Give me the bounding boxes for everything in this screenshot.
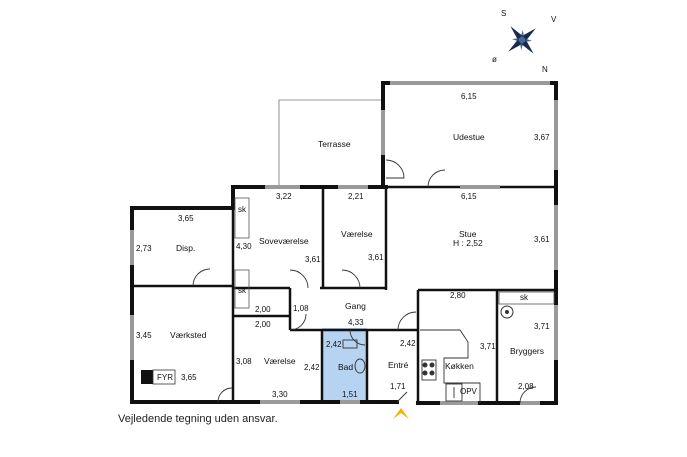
- room-stue-height: H : 2,52: [453, 238, 483, 248]
- room-sovevaerelse: Soveværelse: [259, 236, 309, 246]
- dim-soveraerelse-depth: 4,30: [236, 242, 252, 251]
- dim-soveraerelse-361: 3,61: [305, 255, 321, 264]
- bathroom-fill: [322, 328, 367, 403]
- dim-vaerelse-depth-bottom: 3,08: [236, 357, 252, 366]
- washbasin-icon: [342, 339, 358, 349]
- dim-koekken-width: 2,80: [450, 291, 466, 300]
- dim-vaerelse-width-bottom: 3,30: [272, 390, 288, 399]
- dim-udestue-depth: 3,67: [534, 133, 550, 142]
- dim-disp-width: 3,65: [178, 214, 194, 223]
- dim-vaerksted-width: 3,65: [181, 373, 197, 382]
- dim-entre-depth: 2,42: [400, 339, 416, 348]
- room-bryggers: Bryggers: [510, 346, 544, 356]
- room-vaerelse-bottom: Værelse: [264, 356, 296, 366]
- dim-200-a: 2,00: [255, 305, 271, 314]
- dim-vaerelse-depth: 3,61: [368, 253, 384, 262]
- closets: [234, 197, 555, 309]
- entrance-arrow-icon: [393, 408, 409, 419]
- dim-stue-depth: 3,61: [534, 235, 550, 244]
- room-udestue: Udestue: [453, 132, 485, 142]
- dim-koekken-depth: 3,71: [480, 342, 496, 351]
- room-entre: Entré: [388, 360, 409, 370]
- dim-vaerelse-242: 2,42: [304, 363, 320, 372]
- dim-vaerelse-width: 2,21: [348, 192, 364, 201]
- washer-icon: [500, 305, 514, 319]
- room-vaerelse-top: Værelse: [341, 229, 373, 239]
- disclaimer-text: Vejledende tegning uden ansvar.: [118, 413, 278, 425]
- label-sk-2: sk: [238, 286, 247, 295]
- stove-icon: [421, 359, 437, 381]
- dim-200-b: 2,00: [255, 320, 271, 329]
- label-sk-1: sk: [238, 205, 247, 214]
- dim-gang-length: 4,33: [348, 318, 364, 327]
- dim-bad-width: 1,51: [342, 390, 358, 399]
- room-bad: Bad: [338, 362, 353, 372]
- compass-n: N: [542, 65, 548, 74]
- toilet-icon: [354, 358, 366, 374]
- room-terrasse: Terrasse: [318, 139, 351, 149]
- room-stue: Stue: [459, 229, 477, 239]
- doors: [192, 159, 537, 404]
- room-koekken: Køkken: [445, 361, 474, 371]
- label-fyr: FYR: [157, 373, 173, 382]
- label-opv: OPV: [460, 387, 478, 396]
- room-vaerksted: Værksted: [170, 330, 207, 340]
- dim-soveraerelse-width: 3,22: [276, 192, 292, 201]
- dim-gang-108: 1,08: [293, 304, 309, 313]
- compass-s: S: [501, 9, 506, 18]
- dim-stue-width: 6,15: [461, 192, 477, 201]
- interior-walls: [132, 185, 556, 403]
- dim-bryggers-depth: 3,71: [534, 322, 550, 331]
- compass-icon: [508, 26, 536, 54]
- room-disp: Disp.: [176, 243, 195, 253]
- dim-udestue-width: 6,15: [461, 92, 477, 101]
- boiler-icon: [141, 370, 153, 384]
- label-sk-3: sk: [520, 293, 529, 302]
- terrace-outline: [278, 99, 383, 187]
- dim-entre-width: 1,71: [390, 382, 406, 391]
- windows: [130, 81, 558, 405]
- dim-disp-depth: 2,73: [136, 244, 152, 253]
- sink-icon: [445, 383, 463, 402]
- compass-v: V: [551, 15, 557, 24]
- compass-o: ø: [492, 55, 497, 64]
- dim-vaerksted-depth: 3,45: [136, 331, 152, 340]
- dim-bryggers-width: 2,08: [518, 382, 534, 391]
- room-gang: Gang: [345, 301, 366, 311]
- dim-bad-depth: 2,42: [326, 340, 342, 349]
- kitchen-counters: [420, 329, 481, 403]
